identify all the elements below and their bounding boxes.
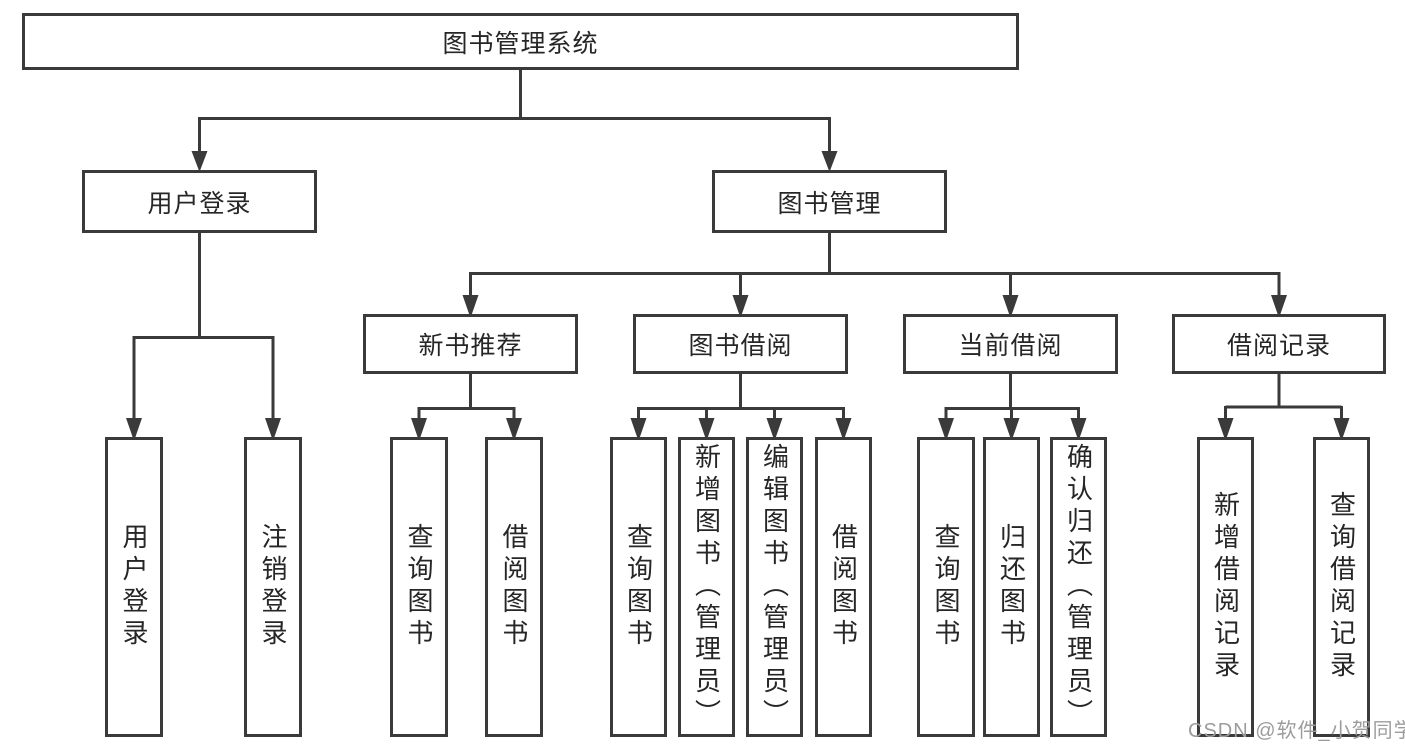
leaf-user-login: 用户登录 [105, 437, 163, 737]
node-label: 注销登录 [258, 523, 288, 651]
connector-user-login [132, 233, 275, 420]
node-label: 查询图书 [931, 523, 961, 651]
node-root-system: 图书管理系统 [22, 13, 1019, 70]
arrow-icon [191, 151, 208, 172]
arrow-icon [835, 418, 852, 441]
node-current-borrow: 当前借阅 [903, 314, 1118, 374]
node-label: 查询图书 [623, 523, 654, 651]
node-label: 归还图书 [996, 523, 1027, 651]
arrow-icon [126, 418, 142, 441]
arrow-icon [630, 418, 647, 441]
node-label: 查询借阅记录 [1326, 491, 1357, 683]
node-user-login: 用户登录 [82, 170, 317, 233]
arrow-icon [1002, 295, 1019, 318]
leaf-borrow-book-2: 借阅图书 [815, 437, 872, 737]
node-borrow-record: 借阅记录 [1172, 314, 1386, 374]
connector-borrow-record [1224, 374, 1343, 420]
arrow-icon [1217, 418, 1234, 441]
connector-book-management [469, 233, 1281, 297]
arrow-icon [1070, 418, 1087, 441]
arrow-icon [698, 418, 715, 441]
node-label: 新增图书（管理员） [691, 443, 722, 731]
leaf-logout: 注销登录 [244, 437, 302, 737]
leaf-query-book-2: 查询图书 [610, 437, 667, 737]
connector-new-book [417, 374, 516, 420]
node-new-book-recommend: 新书推荐 [363, 314, 578, 374]
node-label: 确认归还（管理员） [1063, 443, 1094, 731]
arrow-icon [1271, 295, 1287, 318]
node-label: 当前借阅 [958, 332, 1063, 360]
node-label: 查询图书 [404, 523, 434, 651]
arrowheads [126, 151, 1350, 441]
leaf-query-book-1: 查询图书 [390, 437, 448, 737]
arrow-icon [766, 418, 783, 441]
arrow-icon [411, 418, 427, 441]
connector-book-borrow [637, 374, 845, 420]
node-label: 借阅记录 [1226, 332, 1331, 360]
node-label: 图书借阅 [688, 332, 793, 360]
arrow-icon [1003, 418, 1020, 441]
arrow-icon [938, 418, 954, 441]
arrow-icon [821, 151, 838, 172]
arrow-icon [462, 295, 479, 318]
leaf-confirm-return-admin: 确认归还（管理员） [1050, 437, 1107, 737]
leaf-query-borrow-record: 查询借阅记录 [1313, 437, 1370, 737]
leaf-add-borrow-record: 新增借阅记录 [1197, 437, 1254, 737]
connector-root-stem [198, 70, 831, 152]
node-label: 借阅图书 [828, 523, 859, 651]
leaf-add-book-admin: 新增图书（管理员） [678, 437, 735, 737]
leaf-return-book: 归还图书 [983, 437, 1040, 737]
connector-current-borrow [944, 374, 1080, 420]
node-label: 图书管理系统 [442, 29, 599, 58]
node-label: 用户登录 [119, 523, 149, 651]
leaf-edit-book-admin: 编辑图书（管理员） [746, 437, 803, 737]
node-label: 借阅图书 [499, 523, 529, 651]
arrow-icon [732, 295, 749, 318]
node-label: 新书推荐 [418, 332, 523, 360]
arrow-icon [506, 418, 522, 441]
leaf-query-book-3: 查询图书 [917, 437, 975, 737]
node-book-borrow: 图书借阅 [633, 314, 848, 374]
node-label: 编辑图书（管理员） [759, 443, 790, 731]
watermark: CSDN @软件_小贺同学 [1188, 720, 1405, 742]
node-label: 图书管理 [777, 189, 882, 218]
arrow-icon [265, 418, 281, 441]
node-label: 用户登录 [147, 189, 252, 218]
leaf-borrow-book-1: 借阅图书 [485, 437, 543, 737]
node-label: 新增借阅记录 [1210, 491, 1241, 683]
arrow-icon [1333, 418, 1350, 441]
node-book-management: 图书管理 [712, 170, 947, 233]
